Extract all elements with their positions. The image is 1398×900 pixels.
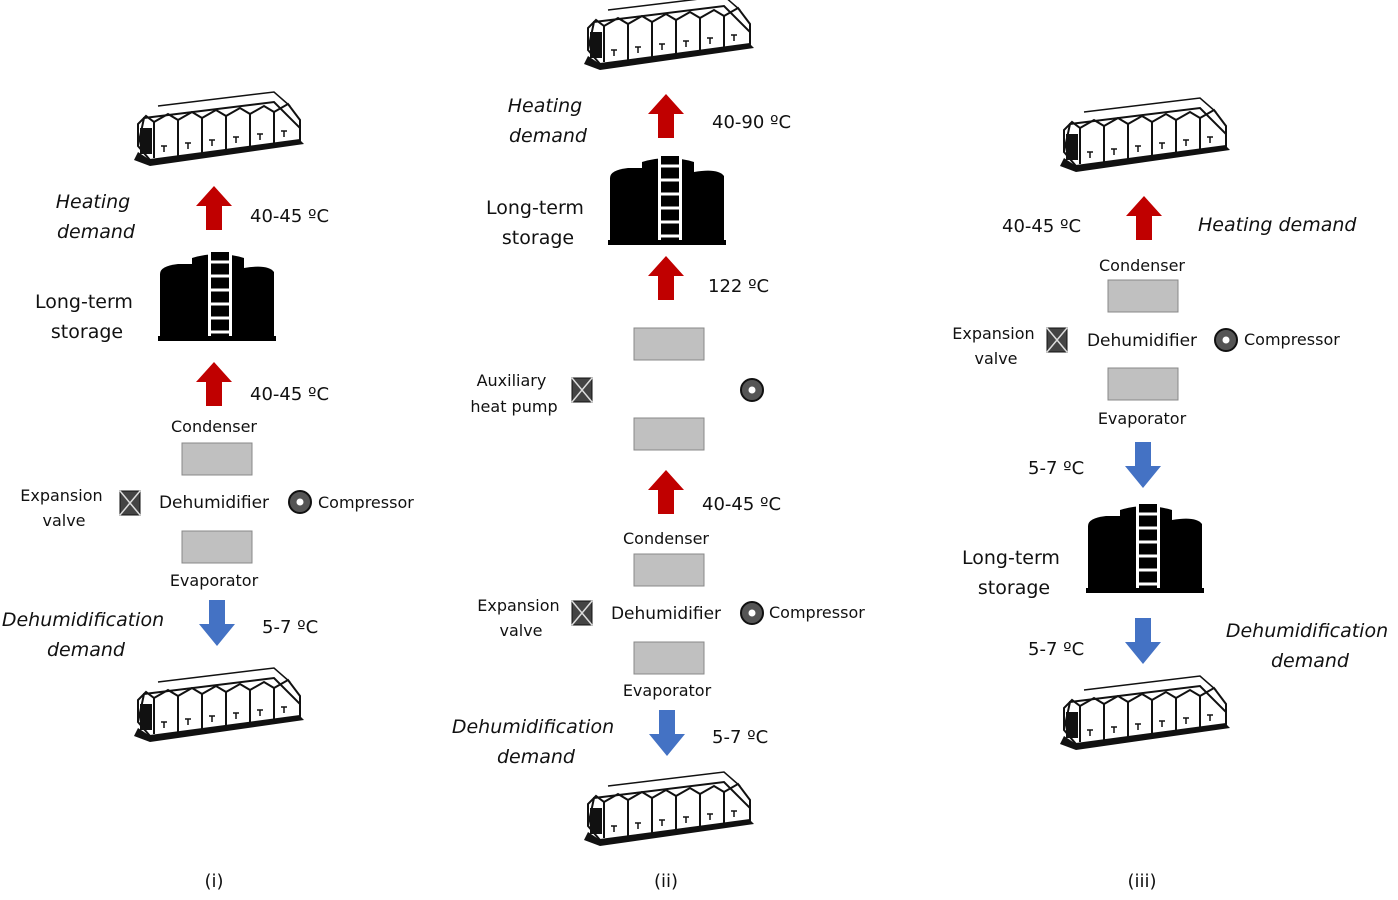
- evaporator-block: [633, 641, 705, 675]
- temp-storage-in: 122 ºC: [708, 276, 769, 297]
- dehumidifier-label: Dehumidifier: [159, 493, 269, 513]
- temp-storage-in: 40-45 ºC: [250, 384, 329, 405]
- greenhouse-icon: [1059, 675, 1231, 751]
- panel-iii: 40-45 ºC Heating demand Condenser Dehumi…: [952, 97, 1394, 892]
- compressor-icon: [740, 378, 764, 402]
- greenhouse-icon: [133, 667, 305, 743]
- storage-label: Long-term storage: [35, 291, 139, 343]
- temp-heating: 40-90 ºC: [712, 112, 791, 133]
- heat-arrow-icon: [648, 256, 684, 300]
- evaporator-block: [181, 530, 253, 564]
- evaporator-block: [1107, 367, 1179, 401]
- heat-pump-loop: [571, 553, 764, 675]
- temp-aux-in: 40-45 ºC: [702, 494, 781, 515]
- panel-caption: (i): [204, 871, 223, 892]
- expansion-valve-label: Expansion valve: [952, 324, 1039, 368]
- greenhouse-icon: [583, 771, 755, 847]
- condenser-label: Condenser: [623, 529, 709, 548]
- compressor-label: Compressor: [318, 493, 414, 512]
- dehumidification-demand-label: Dehumidification demand: [452, 716, 620, 768]
- compressor-label: Compressor: [769, 603, 865, 622]
- heat-arrow-icon: [196, 362, 232, 406]
- cool-arrow-icon: [199, 600, 235, 646]
- heat-pump-loop: [1046, 279, 1238, 401]
- compressor-icon: [1214, 328, 1238, 352]
- heating-demand-label: Heating demand: [1198, 214, 1357, 236]
- heating-demand-label: Heating demand: [56, 191, 137, 243]
- dehumidifier-label: Dehumidifier: [611, 604, 721, 624]
- expansion-valve-label: Expansion valve: [477, 596, 564, 640]
- dehumidifier-label: Dehumidifier: [1087, 331, 1197, 351]
- storage-tank-icon: [156, 250, 278, 343]
- expansion-valve-icon: [571, 377, 593, 403]
- expansion-valve-icon: [571, 600, 593, 626]
- expansion-valve-icon: [119, 490, 141, 516]
- dehumidification-demand-label: Dehumidification demand: [1226, 620, 1394, 672]
- expansion-valve-label: Expansion valve: [20, 486, 107, 530]
- compressor-icon: [288, 490, 312, 514]
- temp-dehum: 5-7 ºC: [1028, 639, 1084, 660]
- storage-tank-icon: [606, 154, 728, 247]
- panel-ii: Heating demand 40-90 ºC Long-term storag…: [452, 0, 865, 892]
- condenser-block: [181, 442, 253, 476]
- panel-caption: (ii): [654, 871, 678, 892]
- dehumidification-demand-label: Dehumidification demand: [2, 609, 170, 661]
- greenhouse-icon: [1059, 97, 1231, 173]
- compressor-icon: [740, 601, 764, 625]
- aux-evaporator-block: [633, 417, 705, 451]
- storage-tank-icon: [1084, 502, 1206, 595]
- evaporator-label: Evaporator: [170, 571, 259, 590]
- auxiliary-heat-pump-loop: [571, 327, 764, 451]
- storage-label: Long-term storage: [486, 197, 590, 249]
- heating-demand-label: Heating demand: [508, 95, 589, 147]
- greenhouse-icon: [133, 91, 305, 167]
- temp-heating: 40-45 ºC: [1002, 216, 1081, 237]
- cool-arrow-icon: [1125, 618, 1161, 664]
- condenser-block: [1107, 279, 1179, 313]
- evaporator-label: Evaporator: [1098, 409, 1187, 428]
- heat-arrow-icon: [196, 186, 232, 230]
- compressor-label: Compressor: [1244, 330, 1340, 349]
- heat-arrow-icon: [648, 470, 684, 514]
- greenhouse-icon: [583, 0, 755, 71]
- heat-arrow-icon: [648, 94, 684, 138]
- temp-heating: 40-45 ºC: [250, 206, 329, 227]
- condenser-block: [633, 553, 705, 587]
- cool-arrow-icon: [649, 710, 685, 756]
- storage-label: Long-term storage: [962, 547, 1066, 599]
- temp-to-storage: 5-7 ºC: [1028, 458, 1084, 479]
- auxiliary-heat-pump-label: Auxiliary heat pump: [470, 371, 557, 416]
- panel-i: Heating demand 40-45 ºC Long-term storag…: [2, 91, 414, 892]
- condenser-label: Condenser: [1099, 256, 1185, 275]
- temp-dehum: 5-7 ºC: [262, 617, 318, 638]
- cool-arrow-icon: [1125, 442, 1161, 488]
- evaporator-label: Evaporator: [623, 681, 712, 700]
- aux-condenser-block: [633, 327, 705, 361]
- expansion-valve-icon: [1046, 327, 1068, 353]
- heat-arrow-icon: [1126, 196, 1162, 240]
- panel-caption: (iii): [1127, 871, 1156, 892]
- heat-pump-loop: [119, 442, 312, 564]
- condenser-label: Condenser: [171, 417, 257, 436]
- temp-dehum: 5-7 ºC: [712, 727, 768, 748]
